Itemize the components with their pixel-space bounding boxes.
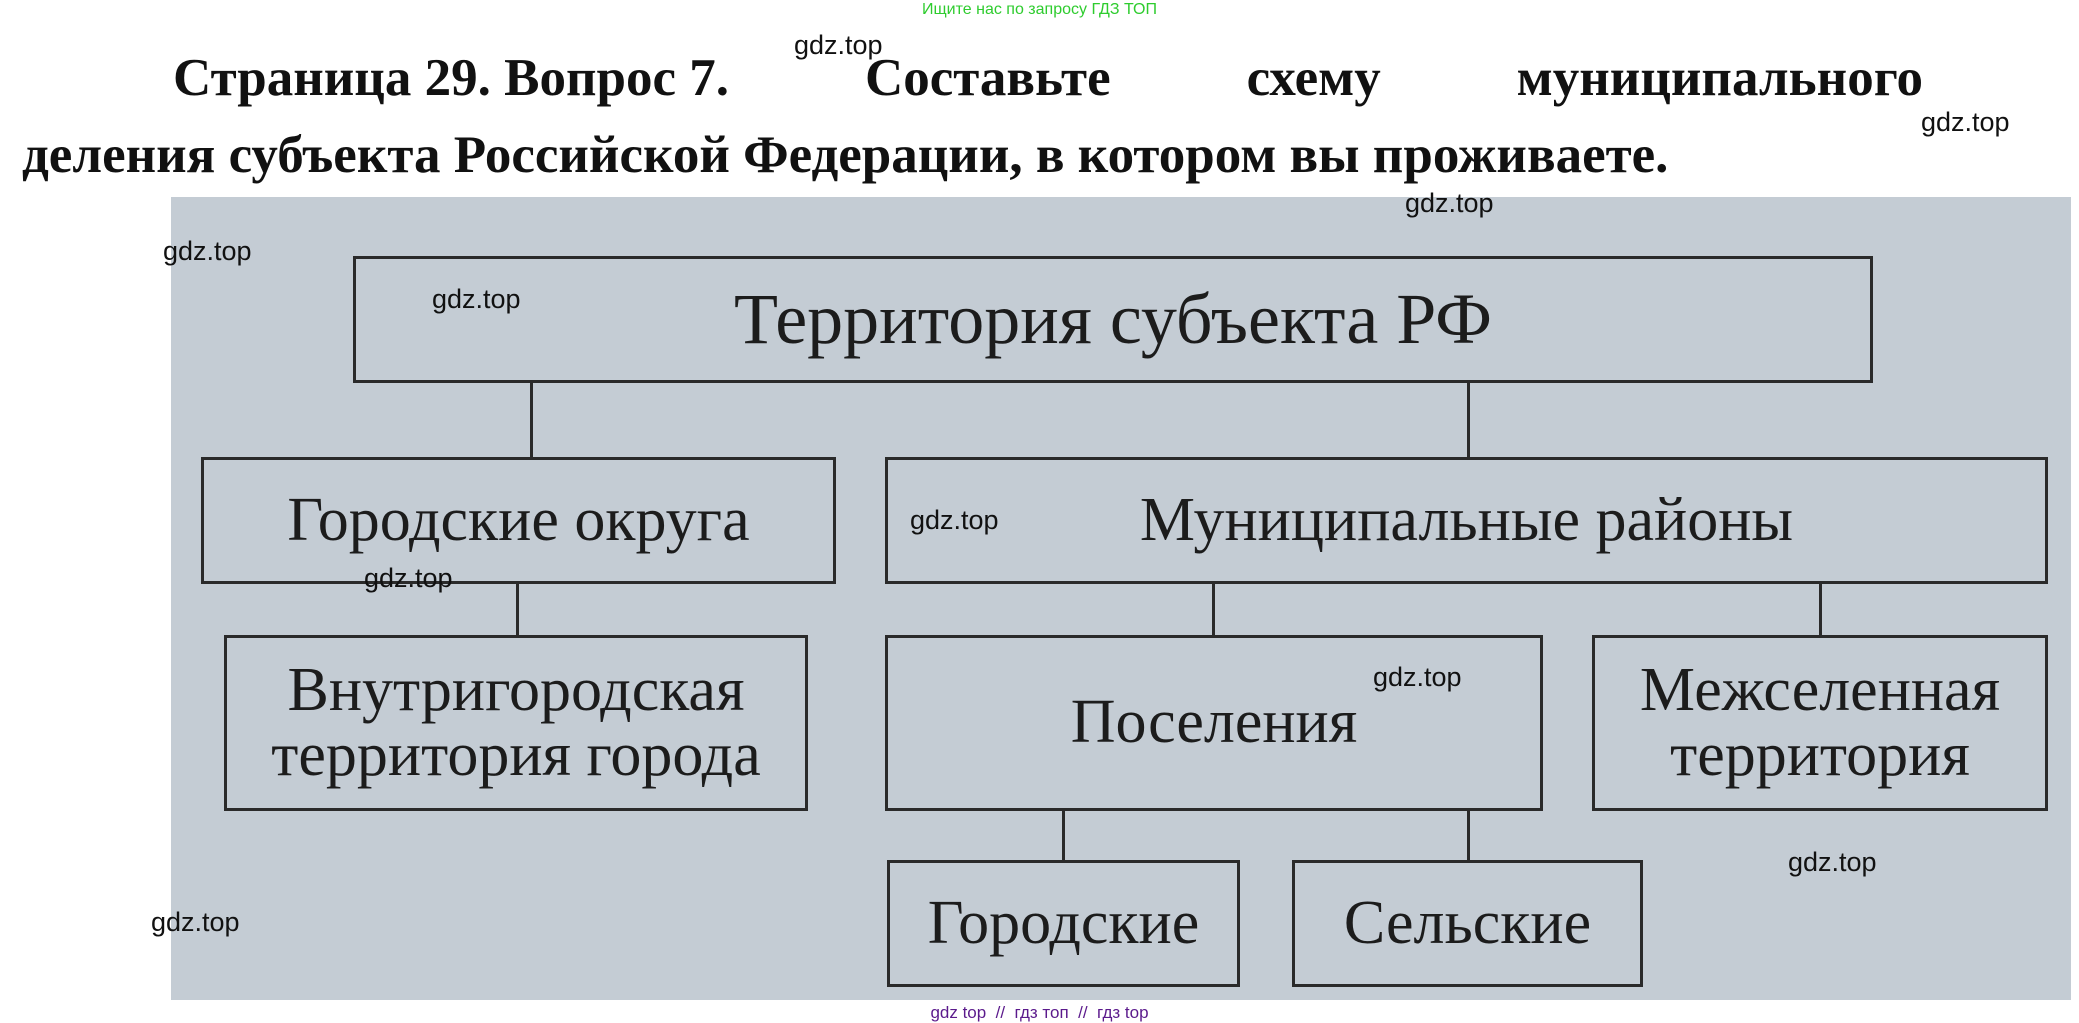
connector — [516, 584, 519, 635]
title-word: муниципального — [1516, 49, 1923, 107]
connector — [530, 383, 533, 457]
watermark: gdz.top — [163, 236, 252, 266]
watermark: gdz.top — [1373, 662, 1462, 692]
title-word: схему — [1246, 49, 1381, 107]
question-title-line2: деления субъекта Российской Федерации, в… — [22, 126, 1669, 184]
question-title-line1: Страница 29. Вопрос 7. Составьте схему м… — [173, 48, 1923, 108]
connector — [1212, 584, 1215, 635]
box-inter-settlement: Межселенная территория — [1592, 635, 2048, 811]
connector — [1819, 584, 1822, 635]
watermark: gdz.top — [364, 563, 453, 593]
footer-watermark: gdz top // гдз топ // гдз top — [930, 1003, 1149, 1022]
box-intracity: Внутригородская территория города — [224, 635, 808, 811]
box-urban: Городские — [887, 860, 1240, 987]
connector — [1062, 811, 1065, 860]
diagram-panel — [171, 197, 2071, 1000]
connector — [1467, 811, 1470, 860]
watermark: gdz.top — [794, 30, 883, 60]
watermark: gdz.top — [151, 907, 240, 937]
box-settlements: Поселения — [885, 635, 1543, 811]
box-rural: Сельские — [1292, 860, 1643, 987]
title-word: Составьте — [864, 49, 1111, 107]
watermark: gdz.top — [432, 284, 521, 314]
watermark: gdz.top — [1788, 847, 1877, 877]
box-root: Территория субъекта РФ — [353, 256, 1873, 383]
watermark: gdz.top — [1921, 107, 2010, 137]
box-municipal-districts: Муниципальные районы — [885, 457, 2048, 584]
watermark: gdz.top — [1405, 188, 1494, 218]
search-hint: Ищите нас по запросу ГДЗ ТОП — [922, 1, 1157, 18]
connector — [1467, 383, 1470, 457]
question-number: Страница 29. Вопрос 7. — [173, 49, 729, 107]
watermark: gdz.top — [910, 505, 999, 535]
box-city-districts: Городские округа — [201, 457, 836, 584]
